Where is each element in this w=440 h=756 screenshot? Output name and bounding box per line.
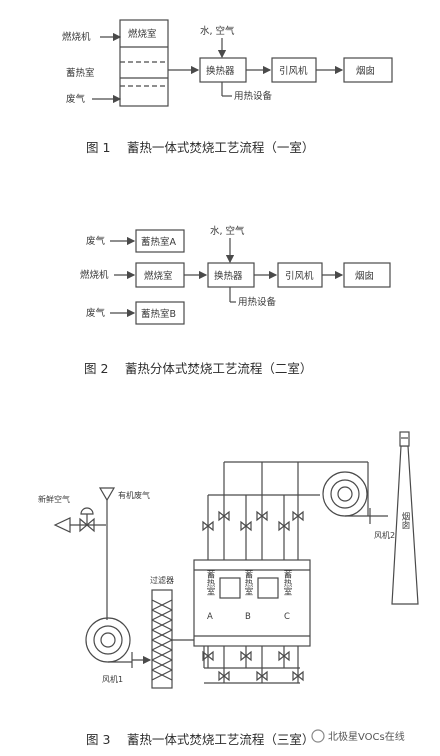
fig3-bottom-valves <box>202 650 290 662</box>
fig1-exchanger <box>199 57 247 83</box>
fig3-fan2-label: 风机2 <box>374 530 395 540</box>
fig3-chamber-c-text: 蓄热室 <box>282 569 292 595</box>
watermark-text: 北极星VOCs在线 <box>328 730 405 743</box>
fig3-caption: 图 3 蓄热一体式焚烧工艺流程（三室） <box>86 732 314 747</box>
fig2-combustion-label: 燃烧室 <box>144 270 173 282</box>
fig3-fan1 <box>85 617 131 663</box>
fig3-fresh-air-label: 新鲜空气 <box>38 494 70 504</box>
fig3-chamber-b-text: 蓄热室 <box>243 569 253 595</box>
fig2-chimney <box>343 262 391 288</box>
fig1-burner-label: 燃烧机 <box>62 31 91 43</box>
watermark: 北极星VOCs在线 <box>308 726 436 746</box>
fig2-chamber-b <box>135 301 185 325</box>
fig3-fan2 <box>322 471 368 517</box>
fig1-exchanger-label: 换热器 <box>206 65 235 77</box>
figure-2: 废气 蓄热室A 燃烧机 燃烧室 废气 蓄热室B 换热器 水, 空气 用热设备 引… <box>80 225 391 376</box>
fig3-fresh-air-valve <box>79 517 95 533</box>
fig3-chamber-a-inner <box>219 577 241 599</box>
fig2-caption: 图 2 蓄热分体式焚烧工艺流程（二室） <box>84 361 312 376</box>
fig1-storage-label: 蓄热室 <box>66 67 95 79</box>
figure-3: 新鲜空气 有机废气 风机1 过滤器 蓄热室 蓄热室 <box>38 431 419 747</box>
fig2-chimney-label: 烟囱 <box>355 270 374 282</box>
fig3-regenerator <box>193 559 311 647</box>
fig3-chimney-label: 烟囱 <box>400 512 410 530</box>
fig1-fan-label: 引风机 <box>279 65 308 77</box>
fig3-organic-gas-inlet <box>98 487 116 502</box>
fig3-top-valves <box>202 510 304 532</box>
fig3-chamber-a-letter: A <box>207 612 213 622</box>
fig2-burner-label: 燃烧机 <box>80 269 109 281</box>
fig2-chamber-a <box>135 229 185 253</box>
fig1-chimney <box>343 57 393 83</box>
wechat-icon <box>311 729 325 743</box>
fig2-exchanger <box>207 262 255 288</box>
fig2-exchanger-label: 换热器 <box>214 270 243 282</box>
fig1-waste-label: 废气 <box>66 93 86 105</box>
fig1-combustion-label: 燃烧室 <box>128 28 157 40</box>
fig3-chamber-c-letter: C <box>284 612 290 622</box>
fig3-bottom-valves-2 <box>218 670 304 682</box>
fig2-fan-label: 引风机 <box>285 270 314 282</box>
fig3-filter <box>151 589 173 689</box>
fig3-organic-gas-label: 有机废气 <box>118 490 150 500</box>
fig2-chamber-a-label: 蓄热室A <box>141 236 177 248</box>
fig3-fresh-air-inlet <box>53 517 71 533</box>
fig1-water-air-label: 水, 空气 <box>200 25 235 37</box>
fig2-fan <box>277 262 323 288</box>
fig2-water-air-label: 水, 空气 <box>210 225 245 237</box>
fig3-chamber-a-text: 蓄热室 <box>205 569 215 595</box>
fig2-waste-a-label: 废气 <box>86 235 106 247</box>
fig2-chamber-b-label: 蓄热室B <box>141 308 176 320</box>
figure-1: 燃烧室 燃烧机 蓄热室 废气 换热器 水, 空气 用热设备 引风机 烟囱 图 1… <box>62 19 393 155</box>
fig1-chimney-label: 烟囱 <box>356 65 375 77</box>
fig1-heat-use-label: 用热设备 <box>234 90 273 102</box>
fig1-caption: 图 1 蓄热一体式焚烧工艺流程（一室） <box>86 140 314 155</box>
fig2-waste-b-label: 废气 <box>86 307 106 319</box>
fig1-tower <box>119 19 169 107</box>
fig3-filter-label: 过滤器 <box>150 575 174 585</box>
fig3-chamber-b-letter: B <box>245 612 251 622</box>
fig3-chamber-b-inner <box>257 577 279 599</box>
fig2-heat-use-label: 用热设备 <box>238 296 277 308</box>
fig3-fan1-label: 风机1 <box>102 674 123 684</box>
